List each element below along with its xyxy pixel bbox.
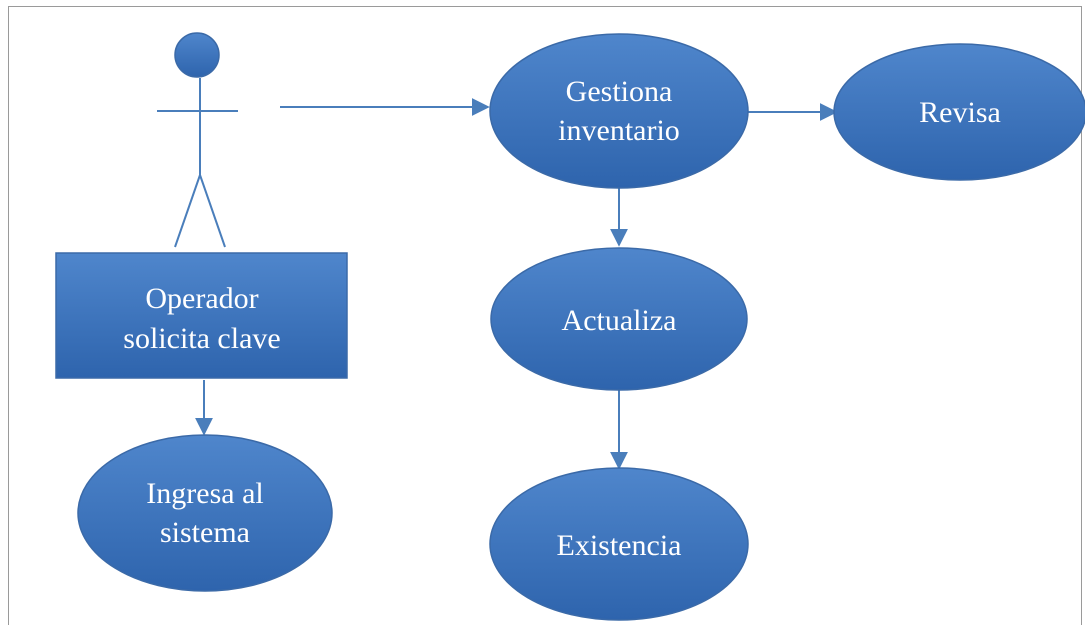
gestiona-label-line1: Gestiona [566,75,673,108]
ingresa-label-line2: sistema [160,516,250,549]
operador-label-line1: Operador [145,282,258,315]
ingresa-label-line1: Ingresa al [146,477,263,510]
node-actualiza: Actualiza [490,247,748,391]
node-ingresa-al-sistema: Ingresa al sistema [77,434,333,592]
revisa-label: Revisa [919,96,1001,129]
existencia-label: Existencia [557,529,682,562]
actor-figure [157,32,238,248]
actor-left-leg [174,174,201,248]
actor-head [174,32,220,78]
operador-label-line2: solicita clave [123,322,280,355]
node-revisa: Revisa [833,43,1085,181]
actualiza-label: Actualiza [562,304,677,337]
actor-right-leg [199,174,226,248]
gestiona-label-line2: inventario [558,114,680,147]
node-gestiona-inventario: Gestiona inventario [489,33,749,189]
node-existencia: Existencia [489,467,749,621]
operador-box: Operador solicita clave [55,252,348,379]
